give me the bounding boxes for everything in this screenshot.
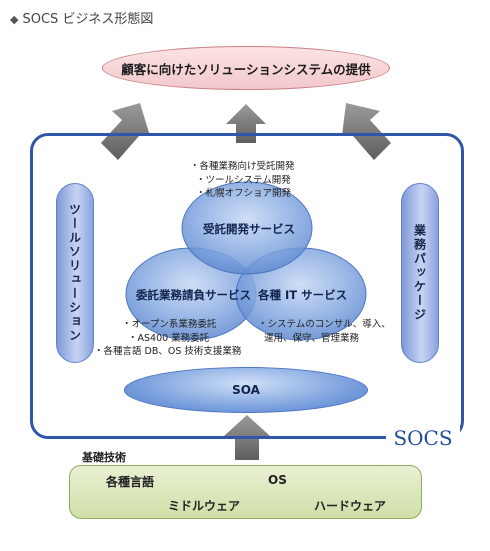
- business-package-label: 業務パッケージ: [412, 224, 427, 322]
- base-item-middleware: ミドルウェア: [168, 499, 241, 513]
- soa-ellipse: SOA: [124, 367, 368, 413]
- bullet-item: ・オープン系業務委託: [122, 319, 217, 330]
- base-item-hardware: ハードウェア: [314, 499, 387, 513]
- arrow-up-right-icon: [101, 103, 150, 160]
- base-item-os: OS: [268, 473, 287, 487]
- page-title: ◆SOCS ビジネス形態図: [10, 12, 154, 27]
- socs-frame: [30, 133, 464, 439]
- soa-label: SOA: [232, 383, 260, 397]
- top-circle-label: 受託開発サービス: [203, 222, 295, 236]
- venn-circle-top: [181, 181, 313, 275]
- right-circle-label: 各種 IT サービス: [258, 288, 348, 302]
- goal-ellipse: 顧客に向けたソリューションシステムの提供: [102, 46, 390, 90]
- left-circle-bullets: ・オープン系業務委託 ・AS400 業務委託 ・各種言語 DB、OS 技術支援業…: [94, 318, 241, 359]
- business-package-panel: 業務パッケージ: [401, 183, 439, 363]
- left-circle-label: 委託業務請負サービス: [136, 288, 251, 302]
- base-technology-box: [69, 465, 422, 519]
- bullet-item: 運用、保守、管理業務: [264, 332, 360, 344]
- arrow-up-left-icon: [342, 103, 391, 160]
- goal-label: 顧客に向けたソリューションシステムの提供: [121, 61, 371, 77]
- bullet-item: ・ツールシステム開発: [196, 174, 291, 186]
- tool-solution-panel: ツールソリューション: [56, 183, 94, 363]
- socs-logo: SOCS: [386, 426, 460, 450]
- base-technology-label: 基礎技術: [82, 451, 126, 464]
- bullet-item: ・AS400 業務委託: [128, 332, 210, 344]
- bullet-item: ・札幌オフショア開発: [196, 188, 292, 199]
- bullet-item: ・各種言語 DB、OS 技術支援業務: [94, 346, 242, 357]
- top-circle-bullets: ・各種業務向け受託開発 ・ツールシステム開発 ・札幌オフショア開発: [190, 160, 295, 201]
- right-circle-bullets: ・システムのコンサル、導入、 運用、保守、管理業務: [258, 318, 391, 345]
- bullet-item: ・システムのコンサル、導入、: [258, 319, 391, 330]
- bullet-item: ・各種業務向け受託開発: [190, 161, 295, 172]
- base-item-languages: 各種言語: [106, 475, 155, 489]
- tool-solution-label: ツールソリューション: [67, 203, 82, 343]
- diamond-bullet-icon: ◆: [10, 13, 19, 26]
